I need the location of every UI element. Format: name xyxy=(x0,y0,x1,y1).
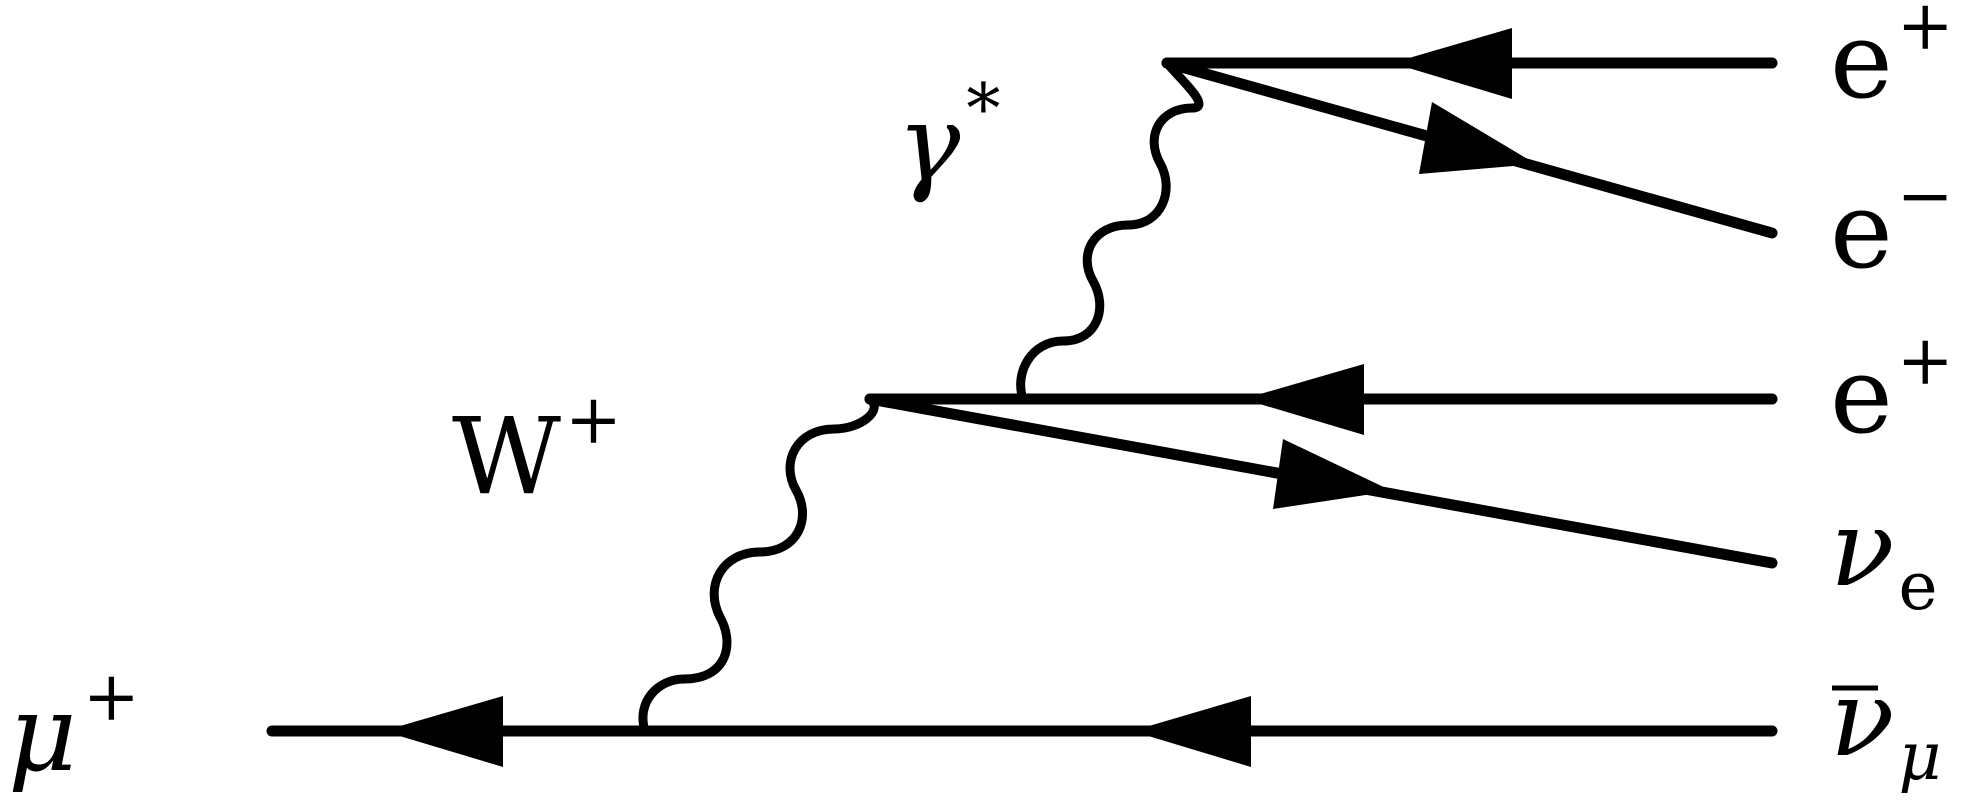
electron-label: e− xyxy=(1830,157,1954,292)
photon-label: γ* xyxy=(897,70,1000,205)
boson-propagators xyxy=(638,58,1204,736)
electron-symbol: e xyxy=(1830,169,1893,292)
positron-top-charge: + xyxy=(1897,0,1954,66)
photon-mark: * xyxy=(966,70,1000,149)
arrow-positron-mid xyxy=(1243,364,1364,435)
positron-mid-symbol: e xyxy=(1830,334,1893,457)
w-boson-charge: + xyxy=(565,381,622,460)
w-boson-label: W+ xyxy=(452,381,622,518)
positron-mid-label: e+ xyxy=(1830,322,1954,457)
w-boson-symbol: W xyxy=(452,395,561,518)
muon-charge: + xyxy=(83,658,140,737)
arrow-positron-top xyxy=(1392,28,1512,99)
muon-symbol: μ xyxy=(8,672,77,795)
photon-propagator xyxy=(1016,58,1204,404)
nu-mu-bar-label: νμ xyxy=(1830,657,1941,795)
arrow-electron xyxy=(1419,102,1536,174)
nu-mu-bar-symbol: ν xyxy=(1830,657,1894,780)
arrow-muon xyxy=(383,696,503,767)
positron-top-symbol: e xyxy=(1830,0,1893,122)
arrow-nu-mu-bar xyxy=(1132,696,1251,767)
nu-e-symbol: ν xyxy=(1830,487,1894,610)
photon-symbol: γ xyxy=(897,82,961,205)
positron-mid-charge: + xyxy=(1897,322,1954,401)
electron-charge: − xyxy=(1897,157,1954,236)
nu-e-label: νe xyxy=(1830,487,1938,625)
arrow-nu-e xyxy=(1273,439,1392,509)
nu-e-subscript: e xyxy=(1898,548,1937,625)
nu-mu-bar-subscript: μ xyxy=(1898,718,1941,795)
positron-top-label: e+ xyxy=(1830,0,1954,122)
w-boson-propagator xyxy=(638,394,879,736)
muon-label: μ+ xyxy=(8,658,140,795)
arrowheads xyxy=(383,28,1536,767)
